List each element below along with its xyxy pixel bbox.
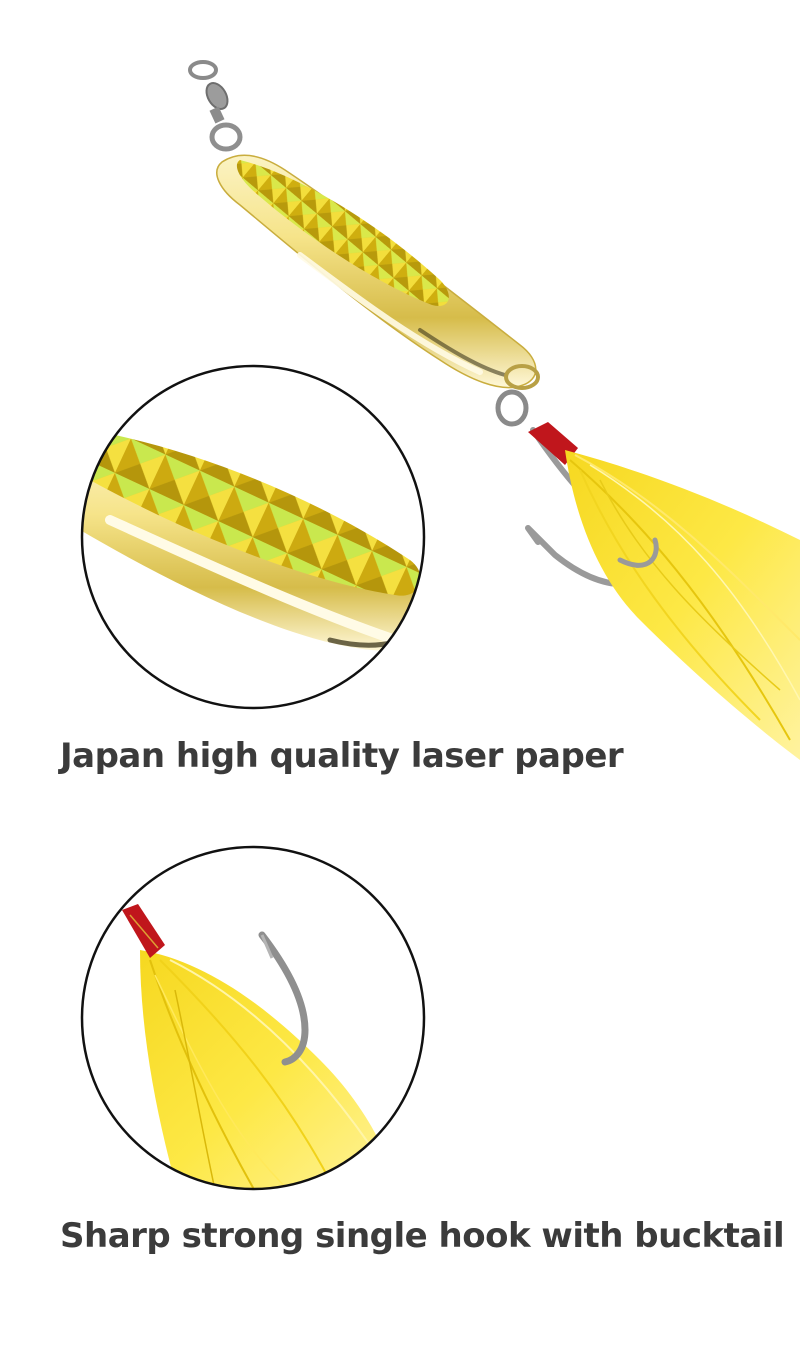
laser-paper-zoom [80,364,426,710]
laser-paper-caption: Japan high quality laser paper [60,736,624,776]
bucktail-skirt [565,450,800,760]
hook-bucktail-zoom [80,845,426,1191]
hook-detail [258,931,309,1066]
split-ring [495,364,540,427]
hook-bucktail-caption: Sharp strong single hook with bucktail [60,1216,785,1256]
fishing-lure [188,60,800,760]
zoom-circle-border-1 [80,364,426,710]
zoom-circle-border-2 [80,845,426,1191]
laser-panel [236,160,449,306]
swivel [188,60,243,152]
thread-wrap [528,422,578,465]
